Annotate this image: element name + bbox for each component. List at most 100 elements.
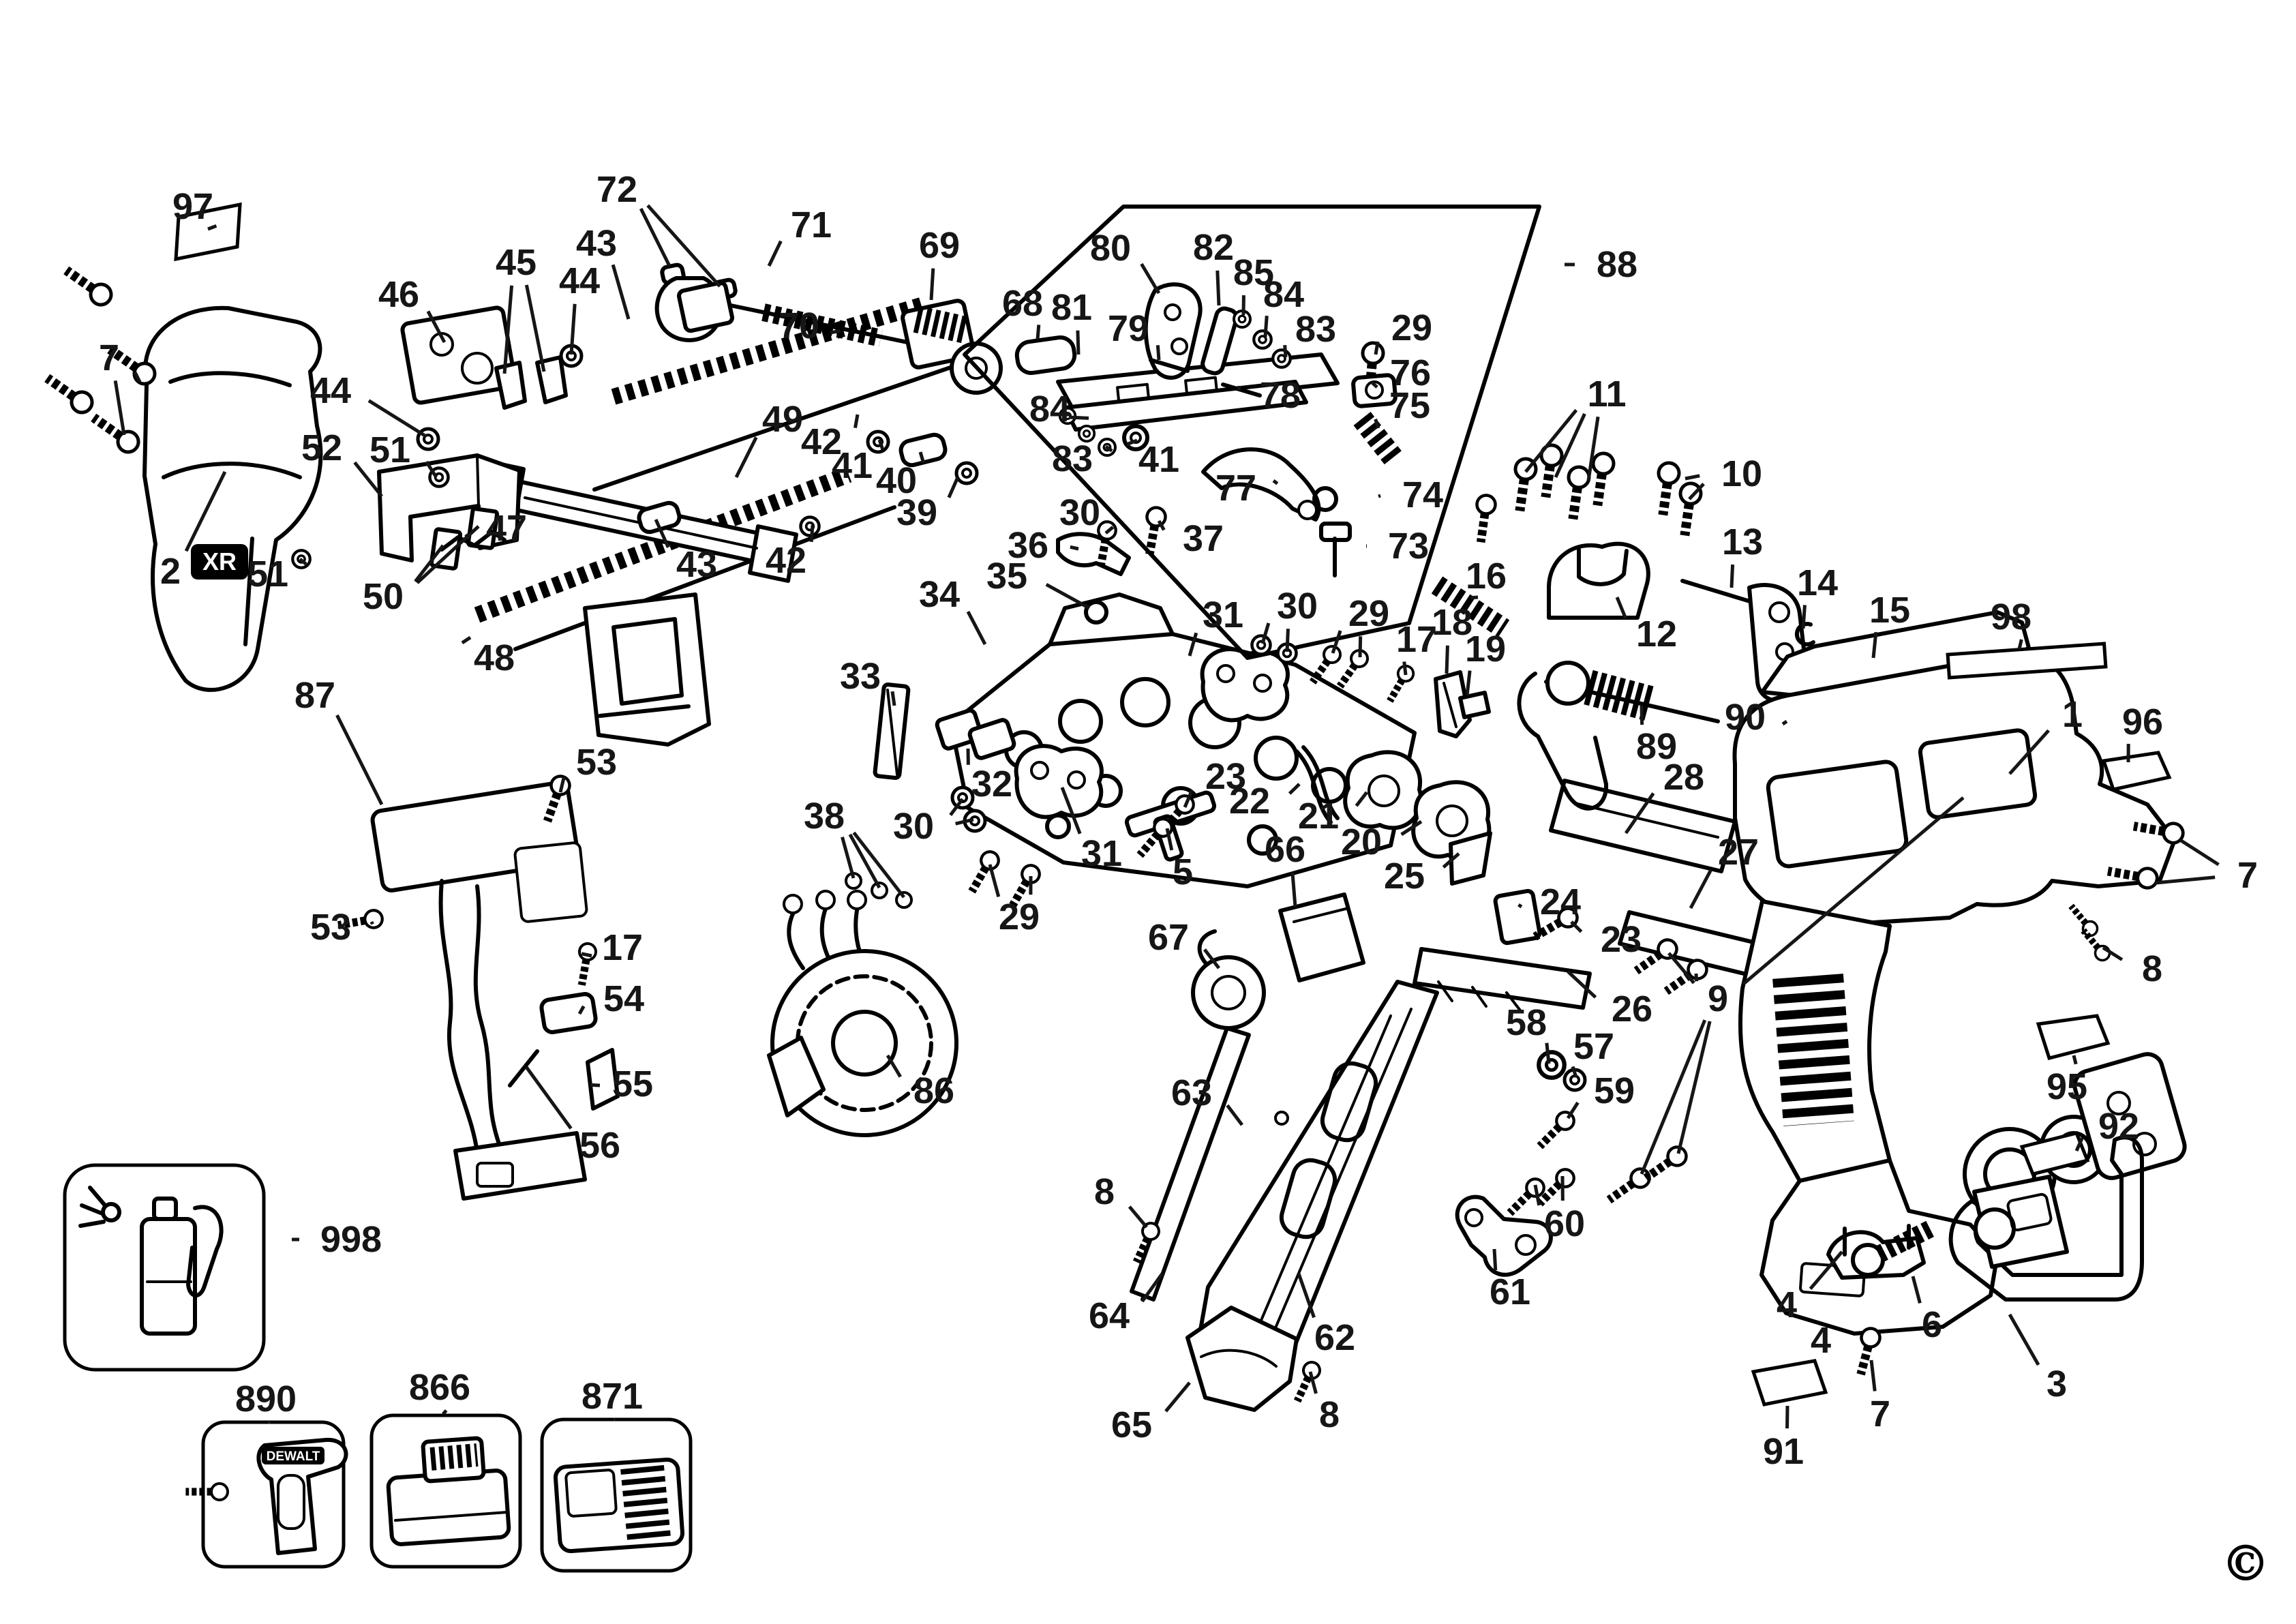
brush-plate-assembly[interactable] bbox=[400, 305, 581, 449]
part-number-label[interactable]: 44 bbox=[310, 370, 351, 411]
part-number-label[interactable]: 31 bbox=[1203, 595, 1243, 635]
part-number-label[interactable]: 47 bbox=[486, 508, 527, 549]
part-number-label[interactable]: 71 bbox=[791, 205, 832, 245]
part-callout-44[interactable]: 44 bbox=[310, 370, 427, 438]
part-number-label[interactable]: 90 bbox=[1725, 697, 1766, 738]
part-callout-36[interactable]: 36 bbox=[1008, 525, 1079, 566]
part-callout-5[interactable]: 5 bbox=[1165, 828, 1193, 892]
part-number-label[interactable]: 73 bbox=[1388, 526, 1429, 567]
part-callout-31[interactable]: 31 bbox=[1060, 787, 1122, 874]
part-callout-23[interactable]: 23 bbox=[1570, 919, 1642, 960]
part-number-label[interactable]: 23 bbox=[1205, 756, 1246, 797]
part-number-label[interactable]: 89 bbox=[1636, 726, 1677, 767]
part-number-label[interactable]: 4 bbox=[1811, 1320, 1831, 1361]
part-callout-37[interactable]: 37 bbox=[1157, 518, 1224, 559]
part-number-label[interactable]: 38 bbox=[804, 796, 845, 837]
part-callout-19[interactable]: 19 bbox=[1465, 629, 1506, 696]
part-callout-88[interactable]: 88 bbox=[1565, 244, 1637, 285]
part-number-label[interactable]: 57 bbox=[1573, 1026, 1614, 1067]
part-callout-85[interactable]: 85 bbox=[1233, 252, 1274, 316]
part-callout-89[interactable]: 89 bbox=[1636, 705, 1677, 767]
part-callout-83[interactable]: 83 bbox=[1283, 309, 1336, 358]
part-callout-52[interactable]: 52 bbox=[301, 427, 383, 498]
part-number-label[interactable]: 62 bbox=[1314, 1317, 1355, 1358]
part-callout-97[interactable]: 97 bbox=[172, 186, 217, 231]
part-number-label[interactable]: 72 bbox=[596, 169, 637, 210]
part-number-label[interactable]: 52 bbox=[301, 427, 342, 468]
part-callout-44[interactable]: 44 bbox=[559, 260, 600, 355]
part-callout-71[interactable]: 71 bbox=[767, 205, 832, 267]
part-callout-21[interactable]: 21 bbox=[1298, 791, 1368, 837]
part-number-label[interactable]: 66 bbox=[1265, 829, 1305, 870]
part-number-label[interactable]: 48 bbox=[474, 637, 515, 678]
part-number-label[interactable]: 21 bbox=[1298, 796, 1339, 837]
brush-holder-group[interactable] bbox=[292, 453, 711, 747]
part-number-label[interactable]: 10 bbox=[1721, 453, 1762, 494]
part-callout-54[interactable]: 54 bbox=[577, 978, 644, 1019]
part-number-label[interactable]: 20 bbox=[1341, 822, 1382, 862]
part-number-label[interactable]: 14 bbox=[1797, 562, 1838, 603]
part-callout-73[interactable]: 73 bbox=[1366, 526, 1429, 567]
part-callout-53[interactable]: 53 bbox=[558, 742, 617, 793]
part-callout-28[interactable]: 28 bbox=[1624, 757, 1704, 834]
part-number-label[interactable]: 8 bbox=[1319, 1394, 1340, 1435]
part-callout-40[interactable]: 40 bbox=[876, 451, 926, 501]
part-number-label[interactable]: 95 bbox=[2046, 1066, 2087, 1107]
part-number-label[interactable]: 29 bbox=[1348, 593, 1389, 634]
part-callout-90[interactable]: 90 bbox=[1725, 697, 1788, 738]
part-callout-70[interactable]: 70 bbox=[779, 305, 841, 346]
part-callout-58[interactable]: 58 bbox=[1506, 1002, 1551, 1064]
part-callout-81[interactable]: 81 bbox=[1051, 287, 1092, 355]
accessory-box-866[interactable] bbox=[369, 1413, 522, 1569]
part-number-label[interactable]: 866 bbox=[409, 1367, 470, 1408]
part-callout-30[interactable]: 30 bbox=[893, 798, 974, 847]
part-callout-17[interactable]: 17 bbox=[581, 927, 643, 968]
part-callout-9[interactable]: 9 bbox=[1640, 796, 1965, 1175]
part-callout-84[interactable]: 84 bbox=[1029, 389, 1089, 430]
part-number-label[interactable]: 85 bbox=[1233, 252, 1274, 293]
part-number-label[interactable]: 35 bbox=[986, 556, 1027, 597]
driver-guide-group[interactable] bbox=[1413, 779, 1810, 1012]
part-number-label[interactable]: 26 bbox=[1612, 989, 1652, 1029]
part-number-label[interactable]: 7 bbox=[1870, 1394, 1890, 1434]
part-number-label[interactable]: 64 bbox=[1089, 1295, 1130, 1336]
part-number-label[interactable]: 53 bbox=[310, 907, 351, 948]
part-callout-4[interactable]: 4 bbox=[1777, 1250, 1843, 1325]
part-number-label[interactable]: 27 bbox=[1718, 832, 1759, 873]
part-number-label[interactable]: 42 bbox=[766, 540, 806, 581]
part-callout-59[interactable]: 59 bbox=[1566, 1070, 1635, 1119]
part-callout-43[interactable]: 43 bbox=[576, 223, 631, 320]
part-callout-41[interactable]: 41 bbox=[832, 439, 885, 486]
part-number-label[interactable]: 55 bbox=[612, 1064, 653, 1104]
part-number-label[interactable]: 92 bbox=[2098, 1106, 2139, 1147]
part-callout-82[interactable]: 82 bbox=[1193, 227, 1234, 306]
part-number-label[interactable]: 83 bbox=[1052, 438, 1093, 479]
part-callout-46[interactable]: 46 bbox=[378, 274, 447, 344]
part-callout-26[interactable]: 26 bbox=[1567, 970, 1652, 1029]
part-number-label[interactable]: 68 bbox=[1002, 283, 1043, 324]
part-callout-62[interactable]: 62 bbox=[1297, 1273, 1355, 1358]
part-number-label[interactable]: 28 bbox=[1663, 757, 1704, 798]
part-callout-48[interactable]: 48 bbox=[461, 635, 515, 678]
part-number-label[interactable]: 70 bbox=[779, 305, 819, 346]
part-number-label[interactable]: 49 bbox=[762, 399, 803, 440]
part-callout-95[interactable]: 95 bbox=[2046, 1055, 2087, 1107]
part-callout-72[interactable]: 72 bbox=[596, 169, 721, 288]
part-number-label[interactable]: 18 bbox=[1432, 602, 1472, 643]
part-number-label[interactable]: 23 bbox=[1601, 919, 1642, 960]
part-number-label[interactable]: 81 bbox=[1051, 287, 1092, 328]
part-number-label[interactable]: 76 bbox=[1390, 352, 1431, 393]
part-number-label[interactable]: 8 bbox=[1094, 1171, 1115, 1212]
frame-plate-group[interactable] bbox=[873, 592, 1417, 888]
part-callout-79[interactable]: 79 bbox=[1108, 308, 1161, 361]
part-callout-65[interactable]: 65 bbox=[1111, 1381, 1191, 1445]
part-callout-84[interactable]: 84 bbox=[1263, 274, 1304, 337]
part-number-label[interactable]: 17 bbox=[1396, 619, 1437, 660]
part-number-label[interactable]: 29 bbox=[1391, 307, 1432, 348]
part-number-label[interactable]: 8 bbox=[2142, 948, 2162, 989]
part-callout-39[interactable]: 39 bbox=[896, 476, 960, 533]
part-number-label[interactable]: 88 bbox=[1597, 244, 1637, 285]
part-callout-56[interactable]: 56 bbox=[524, 1066, 620, 1166]
part-callout-18[interactable]: 18 bbox=[1432, 602, 1472, 674]
part-callout-13[interactable]: 13 bbox=[1722, 522, 1763, 588]
